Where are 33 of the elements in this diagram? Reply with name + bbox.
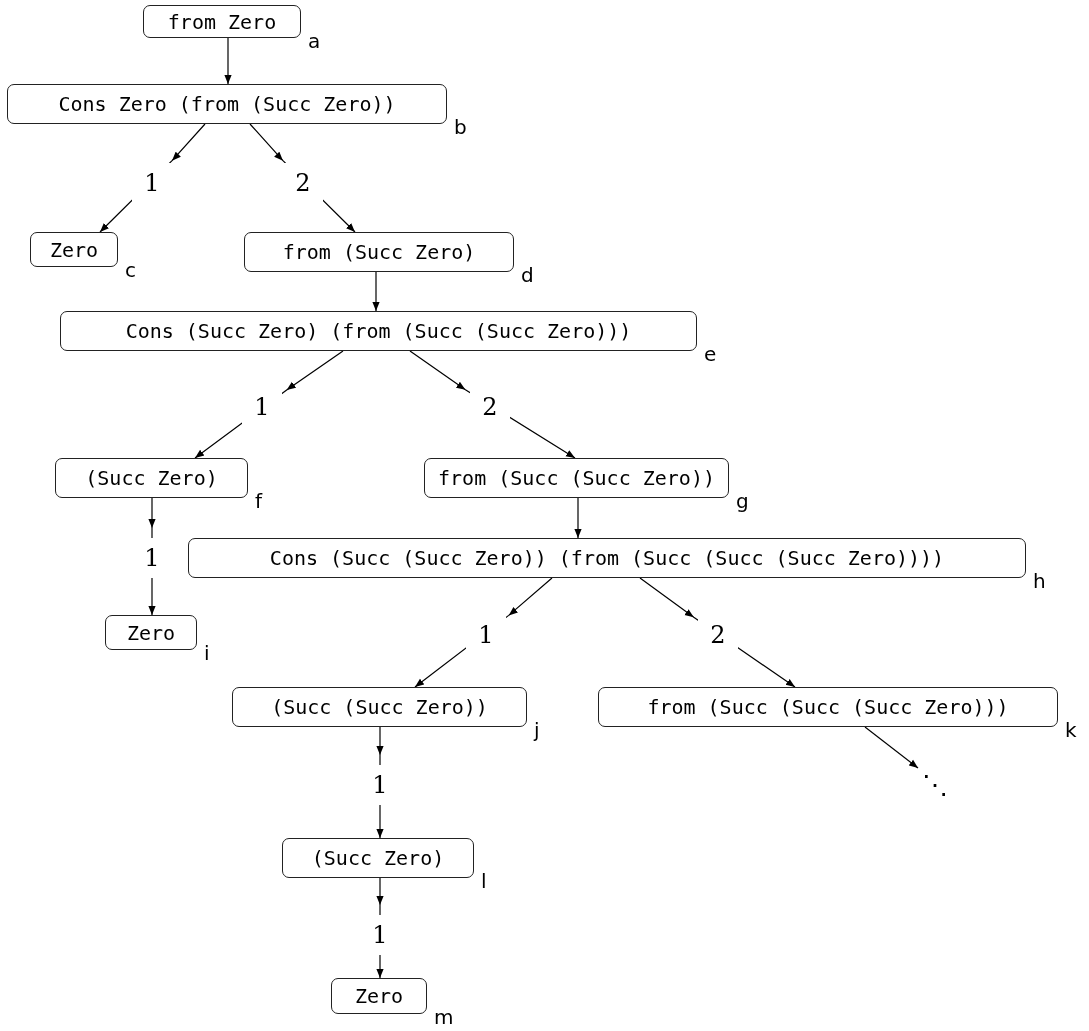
node-letter: j bbox=[534, 720, 540, 740]
node-letter: g bbox=[736, 491, 749, 511]
expression-text: Cons (Succ Zero) (from (Succ (Succ Zero))) bbox=[125, 319, 632, 343]
node-letter: k bbox=[1065, 720, 1077, 740]
expression-text: from Zero bbox=[167, 9, 277, 34]
expression-text: (Succ Zero) bbox=[85, 466, 218, 490]
expression-text: Zero bbox=[49, 237, 99, 262]
node-letter: h bbox=[1033, 571, 1046, 591]
edge-label: 1 bbox=[132, 163, 172, 203]
node-letter: l bbox=[481, 871, 487, 891]
expression-text: from (Succ (Succ (Succ Zero))) bbox=[647, 695, 1009, 719]
node-letter: c bbox=[125, 260, 136, 280]
arrow bbox=[224, 37, 232, 85]
expression-text: Cons Zero (from (Succ Zero)) bbox=[58, 92, 396, 116]
expression-text: (Succ Zero) bbox=[311, 846, 445, 870]
node-letter: m bbox=[434, 1007, 454, 1027]
ellipsis-text: ⋱ bbox=[922, 770, 948, 800]
expression-text: from (Succ Zero) bbox=[282, 240, 476, 264]
arrow bbox=[864, 726, 919, 769]
node-letter: i bbox=[204, 643, 210, 663]
expression-text: Cons (Succ (Succ Zero)) (from (Succ (Succ (Succ Zero)))) bbox=[269, 546, 945, 570]
expression-text: Zero bbox=[126, 620, 176, 645]
arrow bbox=[372, 271, 380, 312]
node-letter: f bbox=[255, 491, 263, 511]
node-letter: d bbox=[521, 265, 534, 285]
edge-label: 2 bbox=[283, 163, 323, 203]
node-letter: e bbox=[704, 344, 717, 364]
expression-text: Zero bbox=[354, 984, 404, 1008]
node-letter: a bbox=[308, 31, 321, 51]
node-letter: b bbox=[454, 117, 467, 137]
expression-text: (Succ (Succ Zero)) bbox=[271, 695, 488, 719]
expression-text: from (Succ (Succ Zero)) bbox=[438, 466, 715, 490]
arrow bbox=[574, 497, 582, 539]
